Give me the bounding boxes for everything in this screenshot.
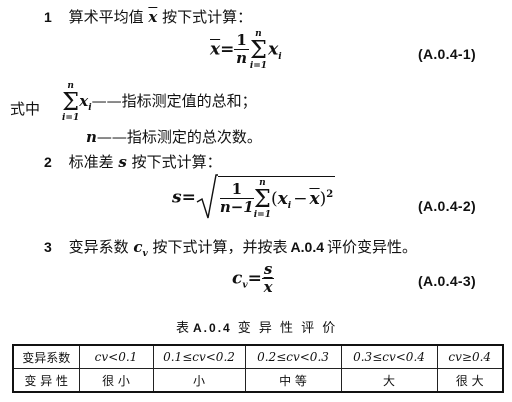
formula-2-lhs: s bbox=[172, 187, 182, 208]
item-2-text-before: 标准差 bbox=[68, 153, 114, 171]
formula-1: x= 1 n n Σ i=1 xi bbox=[210, 29, 282, 72]
formula-2-equals: = bbox=[181, 187, 196, 208]
equation-tag-2: (A.0.4-2) bbox=[418, 198, 476, 214]
table-cell: cv<0.1 bbox=[78, 344, 154, 369]
table-cell: 0.3≤cv<0.4 bbox=[340, 344, 438, 369]
sqrt-radical-icon bbox=[196, 174, 218, 219]
table-cell: 很 小 bbox=[78, 368, 154, 393]
table-cell: 大 bbox=[340, 368, 438, 393]
formula-2-sum-bottom: i=1 bbox=[253, 210, 271, 221]
where-def-2-text: ——指标测定的总次数。 bbox=[96, 128, 262, 146]
formula-2-sqrt: 1 n−1 n Σ i=1 (xi−x)2 bbox=[196, 174, 336, 221]
formula-2-term-sub: i bbox=[287, 200, 292, 211]
item-3-table-ref: A.0.4 bbox=[290, 239, 325, 255]
item-1-text-after: 按下式计算： bbox=[162, 8, 253, 26]
equation-tag-3: (A.0.4-3) bbox=[418, 273, 476, 289]
item-3-text-mid: 按下式计算，并按表 bbox=[152, 238, 288, 256]
formula-1-sum-top: n bbox=[255, 29, 262, 39]
formula-2-open-paren: ( bbox=[270, 189, 278, 210]
table-cell: 中 等 bbox=[244, 368, 342, 393]
formula-3-frac-num: s bbox=[261, 260, 275, 279]
item-2-text-after: 按下式计算： bbox=[131, 153, 222, 171]
item-1-text-before: 算术平均值 bbox=[68, 8, 144, 26]
formula-2-sum-top: n bbox=[259, 178, 266, 188]
table-cell: 变异系数 bbox=[12, 344, 80, 369]
table-title-text: 变 异 性 评 价 bbox=[237, 321, 338, 336]
formula-2: s= 1 n−1 n Σ i=1 (xi−x)2 bbox=[172, 174, 336, 221]
item-1-line: 1 算术平均值 x 按下式计算： bbox=[44, 6, 252, 27]
formula-1-sum-bottom: i=1 bbox=[249, 61, 268, 72]
formula-3-equals: = bbox=[247, 268, 262, 289]
formula-2-frac-num: 1 bbox=[219, 182, 254, 200]
formula-2-term: x bbox=[277, 189, 288, 210]
table-cell: cv≥0.4 bbox=[436, 344, 504, 369]
where-def-1-sum-bottom: i=1 bbox=[62, 113, 80, 124]
table-cell: 小 bbox=[152, 368, 246, 393]
item-1-number: 1 bbox=[44, 9, 52, 25]
where-def-2: n——指标测定的总次数。 bbox=[86, 126, 262, 147]
where-def-2-symbol: n bbox=[86, 128, 97, 146]
table-cell: 0.1≤cv<0.2 bbox=[152, 344, 246, 369]
item-3-number: 3 bbox=[44, 239, 52, 255]
table-cell: 很 大 bbox=[436, 368, 504, 393]
item-3-text-before: 变异系数 bbox=[68, 238, 129, 256]
equation-tag-1: (A.0.4-1) bbox=[418, 46, 476, 62]
where-def-1-sum: n Σ i=1 bbox=[62, 81, 80, 124]
formula-1-sum: n Σ i=1 bbox=[249, 29, 268, 72]
table-row-coefficient: 变异系数 cv<0.1 0.1≤cv<0.2 0.2≤cv<0.3 0.3≤cv… bbox=[12, 344, 504, 369]
item-1-symbol: x bbox=[148, 8, 158, 26]
formula-1-term: x bbox=[268, 39, 279, 60]
formula-3-lhs-sub: v bbox=[242, 280, 248, 291]
formula-2-close-paren: ) bbox=[319, 189, 327, 210]
where-def-1-sum-symbol: Σ bbox=[62, 88, 80, 117]
where-def-1-text: ——指标测定值的总和； bbox=[91, 92, 257, 111]
item-2-number: 2 bbox=[44, 154, 52, 170]
where-def-1-sum-top: n bbox=[67, 81, 74, 91]
formula-1-lhs: x bbox=[210, 39, 221, 60]
where-label: 式中 bbox=[10, 100, 41, 118]
formula-3-lhs: c bbox=[232, 268, 243, 289]
formula-2-power: 2 bbox=[326, 188, 334, 200]
formula-1-frac-den: n bbox=[236, 49, 248, 68]
table-title-id: A.0.4 bbox=[193, 321, 232, 335]
formula-1-equals: = bbox=[220, 39, 235, 60]
formula-3: cv= s x bbox=[232, 260, 275, 296]
table-title-prefix: 表 bbox=[176, 321, 192, 336]
formula-2-frac-den: n−1 bbox=[219, 198, 254, 217]
formula-2-radicand: 1 n−1 n Σ i=1 (xi−x)2 bbox=[217, 176, 336, 221]
variability-table: 变异系数 cv<0.1 0.1≤cv<0.2 0.2≤cv<0.3 0.3≤cv… bbox=[12, 344, 504, 393]
where-def-1: n Σ i=1 xi——指标测定值的总和； bbox=[62, 81, 257, 124]
formula-2-fraction: 1 n−1 bbox=[219, 182, 254, 217]
formula-3-fraction: s x bbox=[261, 260, 275, 296]
item-2-symbol: s bbox=[118, 153, 127, 171]
formula-1-frac-num: 1 bbox=[234, 31, 249, 51]
formula-3-frac-den: x bbox=[263, 277, 273, 296]
item-2-line: 2 标准差 s 按下式计算： bbox=[44, 151, 222, 172]
item-3-text-after: 评价变异性。 bbox=[327, 238, 418, 256]
formula-1-sum-symbol: Σ bbox=[249, 36, 267, 65]
formula-2-minus: − bbox=[293, 189, 308, 210]
formula-1-term-sub: i bbox=[278, 51, 282, 62]
formula-2-sum: n Σ i=1 bbox=[253, 178, 271, 221]
where-def-1-term: x bbox=[79, 92, 89, 111]
where-def-1-term-sub: i bbox=[88, 103, 92, 114]
table-cell: 0.2≤cv<0.3 bbox=[244, 344, 342, 369]
formula-1-fraction: 1 n bbox=[234, 31, 249, 68]
table-row-variability: 变 异 性 很 小 小 中 等 大 很 大 bbox=[12, 368, 504, 393]
formula-2-sum-symbol: Σ bbox=[253, 185, 271, 214]
item-3-symbol-sub: v bbox=[142, 249, 148, 259]
table-cell: 变 异 性 bbox=[12, 368, 80, 393]
formula-2-xbar: x bbox=[309, 189, 320, 210]
item-3-symbol: c bbox=[133, 238, 143, 256]
